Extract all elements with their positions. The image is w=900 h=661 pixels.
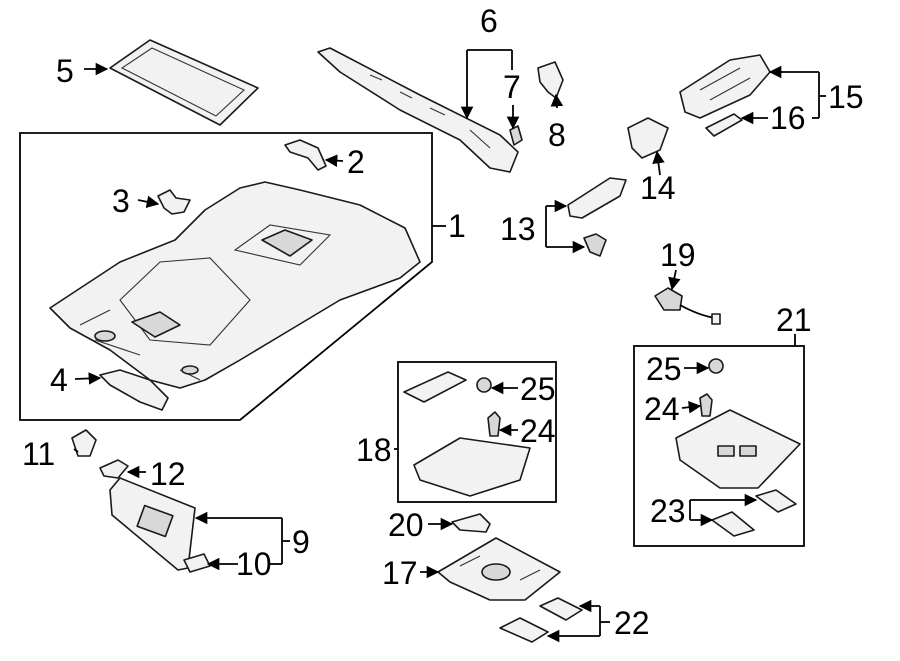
part-13-grab-handle bbox=[567, 177, 627, 257]
part-22-lens-b bbox=[499, 617, 549, 643]
part-5-sunroof-glass bbox=[109, 39, 259, 126]
callout-18: 18 bbox=[356, 432, 392, 468]
callout-1: 1 bbox=[448, 208, 466, 244]
callout-5: 5 bbox=[56, 53, 74, 89]
callout-24-box21: 24 bbox=[644, 391, 680, 427]
callout-16: 16 bbox=[770, 100, 806, 136]
part-4-handle bbox=[99, 369, 169, 411]
callout-10: 10 bbox=[236, 546, 272, 582]
callout-19: 19 bbox=[660, 237, 696, 273]
callout-25-box21: 25 bbox=[646, 351, 682, 387]
callout-7: 7 bbox=[503, 69, 521, 105]
part-17-housing bbox=[437, 537, 561, 601]
callout-8: 8 bbox=[548, 117, 566, 153]
box-18-frame bbox=[397, 361, 557, 503]
part-18-housing bbox=[413, 437, 531, 497]
callout-11: 11 bbox=[22, 436, 55, 472]
part-11-bracket bbox=[71, 429, 97, 457]
part-12-clip bbox=[99, 459, 129, 479]
callout-labels: 1 2 3 4 5 6 7 8 9 10 11 12 13 14 15 16 1… bbox=[22, 3, 864, 641]
callout-3: 3 bbox=[112, 183, 130, 219]
callout-6: 6 bbox=[480, 3, 498, 39]
part-24-bulb-b bbox=[699, 393, 713, 417]
callout-9: 9 bbox=[292, 524, 310, 560]
part-9-sun-visor bbox=[109, 477, 196, 571]
part-20-light bbox=[451, 513, 491, 533]
part-18-lens bbox=[403, 371, 467, 403]
callout-14: 14 bbox=[640, 170, 676, 206]
part-23-lens-a bbox=[755, 489, 797, 513]
callout-24-box18: 24 bbox=[520, 413, 556, 449]
callout-17: 17 bbox=[382, 555, 418, 591]
part-25-bulb-b bbox=[708, 358, 724, 374]
callout-13: 13 bbox=[500, 211, 536, 247]
part-14-bracket bbox=[627, 117, 669, 159]
part-8-bracket bbox=[537, 61, 564, 99]
callout-2: 2 bbox=[347, 144, 365, 180]
part-23-lens-b bbox=[711, 511, 755, 537]
callout-15: 15 bbox=[828, 79, 864, 115]
part-3-clip bbox=[157, 189, 191, 215]
callout-25-box18: 25 bbox=[520, 371, 556, 407]
part-21-console bbox=[675, 409, 801, 489]
headliner-panel bbox=[49, 181, 421, 389]
part-6-roof-rail bbox=[317, 47, 519, 173]
part-16-bulb bbox=[705, 113, 743, 137]
callout-23: 23 bbox=[650, 493, 686, 529]
part-15-overhead-console bbox=[679, 54, 771, 119]
box-21-frame bbox=[633, 345, 805, 547]
callout-22: 22 bbox=[614, 605, 650, 641]
callout-4: 4 bbox=[50, 362, 68, 398]
headliner-frame bbox=[19, 132, 433, 421]
leader-lines bbox=[73, 49, 826, 643]
callout-21: 21 bbox=[776, 302, 812, 338]
part-25-bulb-a bbox=[476, 377, 492, 393]
part-7-clip bbox=[509, 125, 523, 146]
part-22-lens-a bbox=[539, 597, 583, 621]
part-2-bracket bbox=[284, 139, 327, 171]
part-19-sensor bbox=[654, 287, 721, 325]
part-24-bulb-a bbox=[487, 411, 501, 437]
callout-12: 12 bbox=[150, 456, 186, 492]
callout-20: 20 bbox=[388, 507, 424, 543]
